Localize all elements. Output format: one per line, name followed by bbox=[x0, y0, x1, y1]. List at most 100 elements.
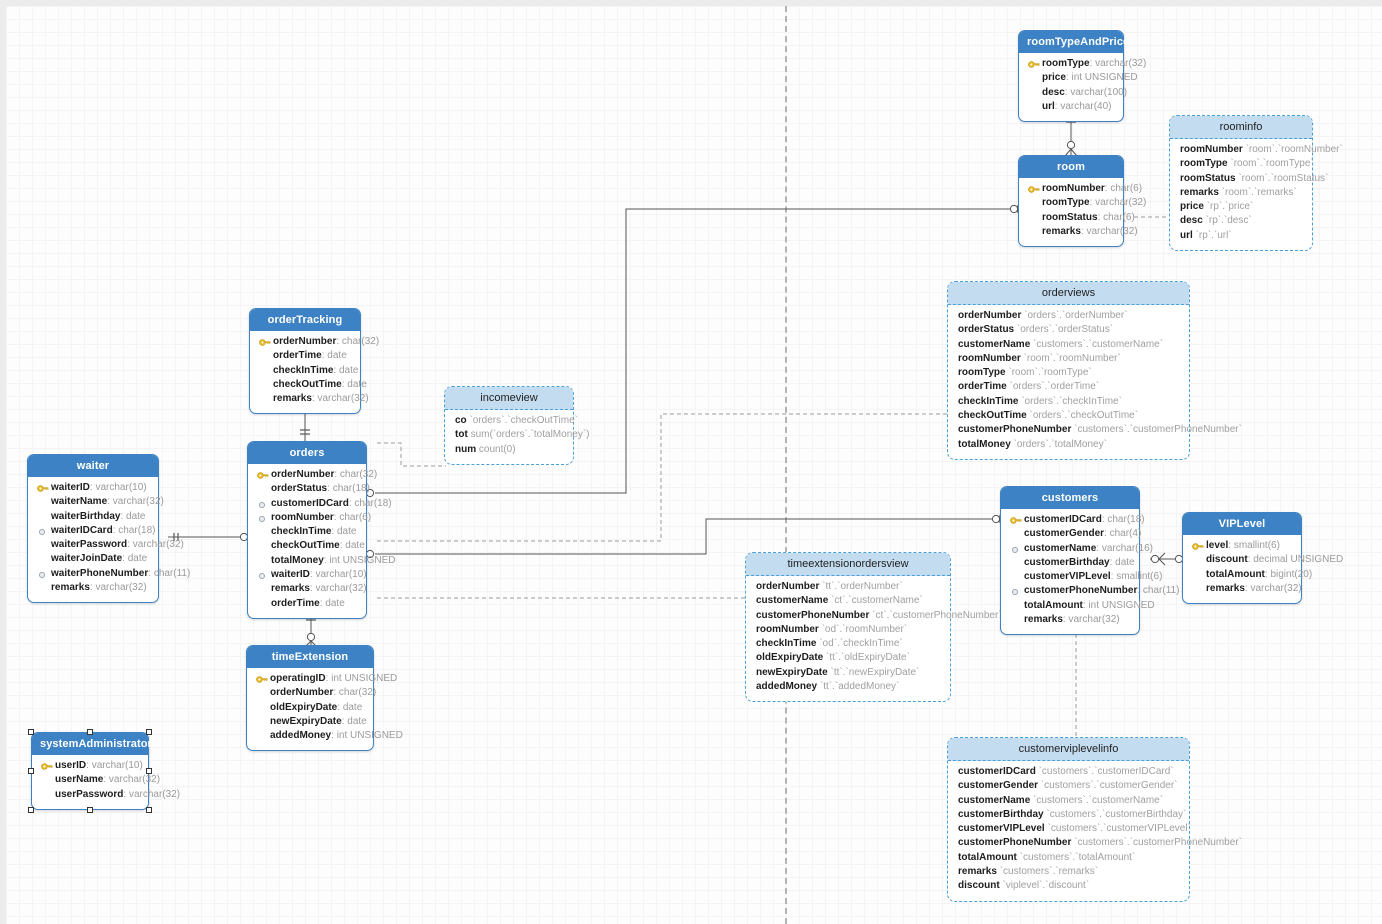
column-type: varchar(32) bbox=[108, 774, 161, 786]
selection-handle[interactable] bbox=[146, 806, 152, 813]
column-type: varchar(32) bbox=[1250, 582, 1302, 594]
column-type: smallint(6) bbox=[1116, 571, 1163, 583]
selection-handle[interactable] bbox=[87, 729, 93, 735]
index-key-icon bbox=[259, 501, 265, 508]
column-source: `orders`.`orderTime` bbox=[1009, 381, 1100, 393]
table-title: roomTypeAndPrice bbox=[1019, 31, 1129, 53]
column-name: customerName bbox=[958, 794, 1031, 806]
column-name: userPassword bbox=[55, 788, 124, 800]
view-columns: roomNumber `room`.`roomNumber`roomType `… bbox=[1170, 139, 1343, 250]
table-column-row: userName: varchar(32) bbox=[55, 774, 161, 786]
selection-handle[interactable] bbox=[28, 767, 34, 774]
column-name: remarks bbox=[51, 582, 90, 594]
table-columns: roomNumber: char(6)roomType: varchar(32)… bbox=[1019, 178, 1146, 246]
selection-handle[interactable] bbox=[146, 729, 152, 735]
column-name: checkInTime bbox=[958, 395, 1019, 407]
view-column-row: customerName `customers`.`customerName` bbox=[958, 794, 1179, 808]
column-source: `orders`.`checkOutTime` bbox=[1029, 410, 1139, 422]
column-name: roomStatus bbox=[1042, 211, 1098, 223]
selection-handle[interactable] bbox=[146, 767, 152, 774]
column-type: varchar(16) bbox=[1101, 542, 1153, 554]
column-name: customerVIPLevel bbox=[1024, 571, 1111, 583]
table-column-row: roomStatus: char(6) bbox=[1042, 211, 1135, 223]
column-source: `customers`.`customerName` bbox=[1033, 794, 1164, 806]
table-column-row: newExpiryDate: date bbox=[270, 715, 367, 727]
column-name: price bbox=[1180, 201, 1204, 213]
column-source: `room`.`roomType` bbox=[1230, 158, 1314, 170]
column-name: discount bbox=[1206, 554, 1248, 566]
column-source: `room`.`roomNumber` bbox=[1245, 144, 1343, 155]
view-column-row: customerGender `customers`.`customerGend… bbox=[958, 779, 1179, 793]
primary-key-icon bbox=[1028, 185, 1040, 194]
table-title: orderTracking bbox=[250, 309, 360, 331]
column-type: bigint(20) bbox=[1270, 568, 1313, 580]
table-title: timeExtension bbox=[247, 646, 373, 668]
column-source: `od`.`roomNumber` bbox=[821, 623, 908, 635]
column-name: totalAmount bbox=[958, 851, 1017, 863]
column-name: url bbox=[1180, 229, 1193, 241]
column-name: customerName bbox=[756, 595, 829, 607]
view-column-row: roomType `room`.`roomType` bbox=[1180, 157, 1314, 171]
column-source: `ct`.`customerPhoneNumber` bbox=[872, 609, 1002, 621]
primary-key-icon bbox=[259, 338, 271, 347]
view-column-row: customerName `customers`.`customerName` bbox=[958, 338, 1179, 352]
table-column-row: orderTime: date bbox=[271, 597, 345, 609]
table-columns: level: smallint(6)discount: decimal UNSI… bbox=[1183, 535, 1343, 603]
column-source: `ct`.`customerName` bbox=[831, 595, 923, 607]
table-column-row: remarks: varchar(32) bbox=[273, 393, 369, 405]
column-source: `rp`.`price` bbox=[1206, 201, 1254, 213]
link-orders-incomeview bbox=[377, 442, 446, 467]
selection-handle[interactable] bbox=[28, 729, 34, 735]
column-type: char(4) bbox=[1109, 528, 1142, 540]
column-name: waiterBirthday bbox=[51, 510, 121, 522]
column-source: `tt`.`addedMoney` bbox=[819, 681, 900, 693]
selection-handle[interactable] bbox=[28, 806, 34, 813]
column-type: date bbox=[347, 715, 367, 727]
column-source: `customers`.`customerVIPLevel` bbox=[1047, 823, 1191, 835]
table-title: room bbox=[1019, 156, 1123, 178]
column-source: `room`.`roomType` bbox=[1008, 367, 1092, 379]
column-name: url bbox=[1042, 100, 1055, 112]
table-column-row: orderNumber: char(32) bbox=[259, 335, 379, 349]
column-name: discount bbox=[958, 880, 1000, 892]
column-type: char(18) bbox=[1107, 514, 1145, 525]
column-type: varchar(32) bbox=[128, 788, 181, 800]
selection-handle[interactable] bbox=[87, 806, 93, 813]
view-column-row: customerPhoneNumber `customers`.`custome… bbox=[958, 836, 1242, 850]
view-column-row: price `rp`.`price` bbox=[1180, 200, 1302, 214]
column-type: char(18) bbox=[354, 497, 392, 509]
view-column-row: customerBirthday `customers`.`customerBi… bbox=[958, 808, 1186, 822]
view-column-row: tot sum(`orders`.`totalMoney`) bbox=[455, 428, 589, 442]
column-type: int UNSIGNED bbox=[329, 554, 396, 566]
view-column-row: num count(0) bbox=[455, 443, 563, 457]
column-source: `orders`.`orderStatus` bbox=[1016, 324, 1114, 336]
column-name: customerGender bbox=[1024, 528, 1105, 540]
column-source: `rp`.`desc` bbox=[1205, 215, 1252, 227]
table-column-row: waiterIDCard: char(18) bbox=[37, 524, 156, 538]
column-name: totalAmount bbox=[1206, 568, 1265, 580]
view-column-row: addedMoney `tt`.`addedMoney` bbox=[756, 680, 940, 694]
column-type: varchar(32) bbox=[132, 539, 184, 551]
column-name: remarks bbox=[1206, 582, 1245, 594]
column-name: customerBirthday bbox=[958, 808, 1044, 820]
table-column-row: waiterName: varchar(32) bbox=[51, 496, 164, 508]
column-name: roomType bbox=[958, 367, 1006, 379]
view-column-row: customerIDCard `customers`.`customerIDCa… bbox=[958, 765, 1179, 779]
column-type: varchar(10) bbox=[95, 482, 147, 493]
